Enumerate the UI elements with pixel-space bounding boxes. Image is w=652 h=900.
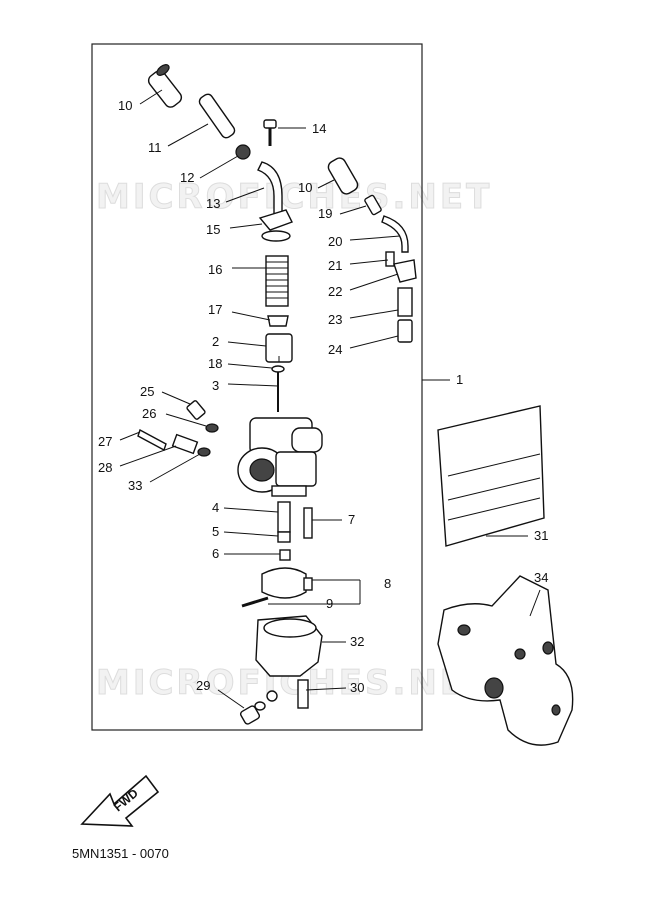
- part-28-spring: [171, 433, 199, 455]
- part-20-bent-pipe: [381, 215, 409, 253]
- part-25-screw: [186, 400, 206, 420]
- callout-32: 32: [350, 634, 364, 649]
- callout-18: 18: [208, 356, 222, 371]
- part-24-sleeve: [397, 319, 413, 343]
- callout-2: 2: [212, 334, 219, 349]
- callout-10-right: 10: [298, 180, 312, 195]
- callout-25: 25: [140, 384, 154, 399]
- part-8-float: [261, 567, 313, 599]
- fwd-arrow-icon: FWD: [80, 774, 160, 827]
- part-23-plunger: [397, 287, 413, 317]
- callout-34: 34: [534, 570, 548, 585]
- callout-4: 4: [212, 500, 219, 515]
- part-11-tube: [198, 93, 236, 139]
- callout-16: 16: [208, 262, 222, 277]
- callout-31: 31: [534, 528, 548, 543]
- watermark-top: MICROFICHES.NET: [96, 177, 492, 217]
- callout-5: 5: [212, 524, 219, 539]
- part-12-ball: [235, 144, 251, 160]
- callout-6: 6: [212, 546, 219, 561]
- part-19-fitting: [364, 194, 382, 216]
- part-26-spring: [205, 423, 219, 433]
- callout-26: 26: [142, 406, 156, 421]
- callout-23: 23: [328, 312, 342, 327]
- callout-24: 24: [328, 342, 342, 357]
- callout-15: 15: [206, 222, 220, 237]
- callout-14: 14: [312, 121, 326, 136]
- assembly-frame: [91, 43, 423, 731]
- callout-9: 9: [326, 596, 333, 611]
- part-18-clip: [271, 365, 285, 373]
- callout-12: 12: [180, 170, 194, 185]
- part-5-needle-jet: [277, 531, 291, 543]
- callout-7: 7: [348, 512, 355, 527]
- part-15-bracket: [258, 209, 293, 242]
- callout-19: 19: [318, 206, 332, 221]
- part-30-drain-screw: [297, 679, 309, 709]
- part-7-pilot-jet: [303, 507, 313, 539]
- callout-8: 8: [384, 576, 391, 591]
- callout-numbers: 10 11 12 14 13 15 16 17 2 18 3 10 19 20 …: [98, 98, 548, 695]
- callout-3: 3: [212, 378, 219, 393]
- part-10-cap-left: [147, 64, 183, 108]
- part-14-screw: [263, 119, 277, 146]
- part-22-lever: [393, 259, 417, 283]
- callout-20: 20: [328, 234, 342, 249]
- part-2-throttle-valve: [265, 333, 293, 363]
- part-17-retainer: [267, 315, 289, 327]
- part-6-main-jet: [279, 549, 291, 561]
- part-34-heat-insulator: [437, 575, 574, 746]
- callout-29: 29: [196, 678, 210, 693]
- part-33-washer: [197, 447, 211, 457]
- part-31-gasket-bag: [437, 405, 545, 547]
- part-10-cap-right: [327, 157, 359, 195]
- callout-27: 27: [98, 434, 112, 449]
- callout-33: 33: [128, 478, 142, 493]
- callout-1: 1: [456, 372, 463, 387]
- part-16-spring: [265, 255, 289, 307]
- part-32-float-chamber: [255, 615, 323, 677]
- carburetor-body: [237, 417, 323, 497]
- callout-22: 22: [328, 284, 342, 299]
- callout-11: 11: [148, 140, 162, 155]
- part-27-air-screw: [137, 428, 167, 452]
- diagram-code: 5MN1351 - 0070: [72, 846, 169, 861]
- part-21-bolt: [385, 251, 395, 267]
- part-9-float-pin: [241, 596, 269, 608]
- callout-17: 17: [208, 302, 222, 317]
- callout-10-left: 10: [118, 98, 132, 113]
- callout-13: 13: [206, 196, 220, 211]
- callout-21: 21: [328, 258, 342, 273]
- callout-28: 28: [98, 460, 112, 475]
- callout-30: 30: [350, 680, 364, 695]
- leader-lines: [119, 89, 541, 709]
- part-4-jet-holder: [277, 501, 291, 533]
- part-29-plug: [239, 690, 278, 725]
